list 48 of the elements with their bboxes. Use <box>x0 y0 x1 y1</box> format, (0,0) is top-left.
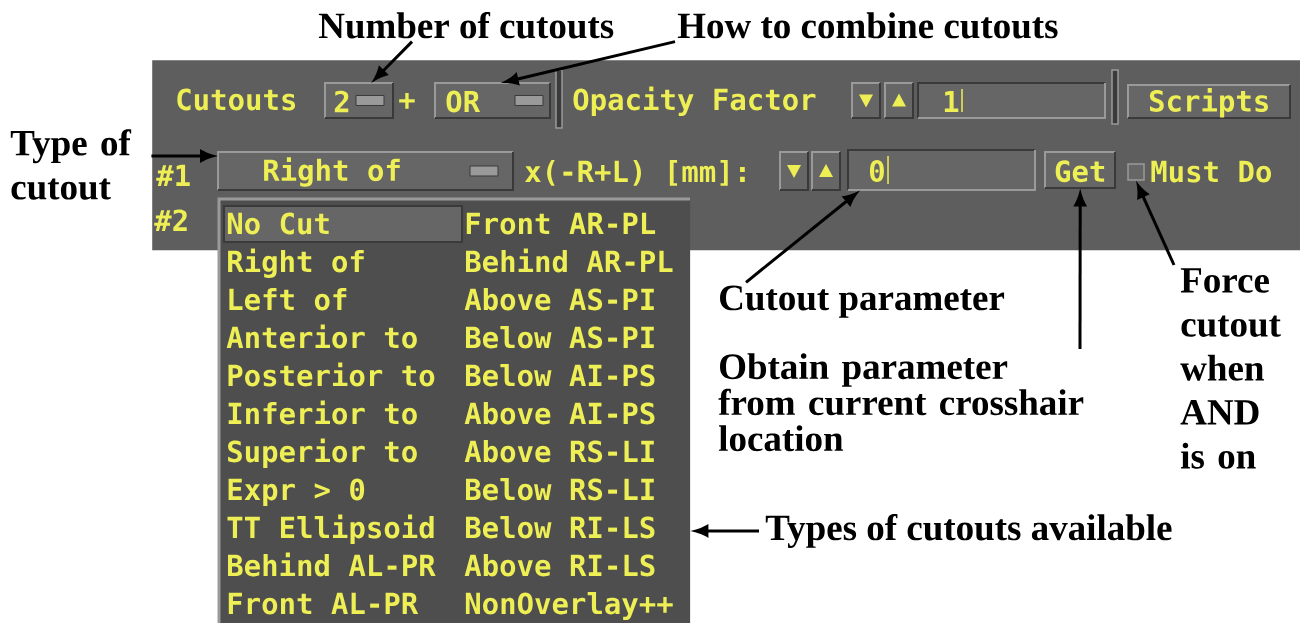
arrow <box>1074 192 1086 349</box>
panel-label: Must Do <box>1151 160 1272 183</box>
menu-item: Expr > 0 <box>228 478 365 507</box>
button: Scripts <box>1127 84 1291 119</box>
menu-item: Anterior to <box>226 324 417 349</box>
annotation: Cutout parameter <box>720 285 1005 318</box>
arrow <box>745 192 857 284</box>
menu-item: Left of <box>229 287 347 311</box>
menu-item: No Cut <box>227 212 329 235</box>
menu-item: Below RS-LI <box>466 477 654 501</box>
menu-item: Superior to <box>228 438 417 469</box>
checkbox <box>1127 163 1145 181</box>
text-field: 1 <box>917 82 1106 119</box>
text-field: 0 <box>847 149 1036 191</box>
panel-label: #2 <box>154 209 187 231</box>
menu-item: Above RS-LI <box>464 439 654 463</box>
panel-label: #1 <box>156 164 190 186</box>
dropdown-menu <box>217 197 691 623</box>
annotation: Types of cutouts available <box>765 513 1172 548</box>
menu-item: Behind AL-PR <box>228 552 436 577</box>
menu-item: Below RI-LS <box>466 515 655 539</box>
menu-item: Above AS-PI <box>464 287 654 311</box>
arrow <box>373 40 414 81</box>
annotation: Number of cutouts <box>318 11 614 39</box>
annotation: Obtain parameter from current crosshair location <box>718 353 1084 452</box>
menu-item: Behind AR-PL <box>466 248 673 273</box>
menu-item: Above AI-PS <box>464 401 655 425</box>
panel-label: Cutouts <box>177 88 296 111</box>
menu-item: TT Ellipsoid <box>227 514 434 545</box>
menu-item: Right of <box>228 248 364 278</box>
panel-label: x(-R+L) [mm]: <box>525 159 745 186</box>
panel-label: + <box>399 93 415 109</box>
menu-item: Front AR-PL <box>466 212 656 235</box>
annotation: Type of cutout <box>10 129 132 200</box>
annotation: Force cutout when AND is on <box>1180 268 1281 469</box>
menu-item: Front AL-PR <box>228 592 419 615</box>
option-menu: OR <box>434 82 551 119</box>
menu-item: Below AI-PS <box>466 363 655 387</box>
option-menu: 2 <box>324 82 394 119</box>
menu-item: Inferior to <box>228 400 417 425</box>
menu-item: NonOverlay++ <box>465 591 673 620</box>
button: Get <box>1044 151 1116 189</box>
menu-item: Below AS-PI <box>466 325 654 349</box>
menu-item: Posterior to <box>228 362 435 387</box>
annotation: How to combine cutouts <box>677 12 1058 39</box>
option-menu: Right of <box>217 151 514 191</box>
menu-item: Above RI-LS <box>464 553 655 577</box>
panel-label: Opacity Factor <box>573 86 816 117</box>
